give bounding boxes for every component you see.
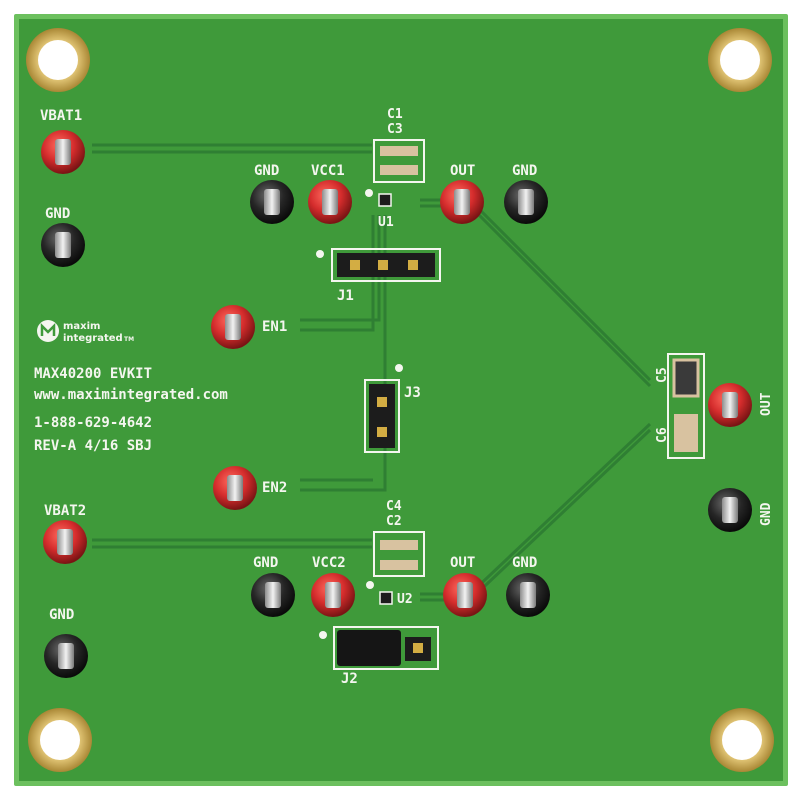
logo-text-integrated: integrated	[63, 333, 123, 344]
label-out-right: OUT	[759, 392, 774, 416]
label-gnd-top-2: GND	[512, 163, 537, 179]
capacitor-c1-c3	[373, 139, 425, 183]
black-test-point-icon	[506, 573, 550, 617]
label-gnd-left-1: GND	[45, 206, 70, 222]
label-j2: J2	[341, 671, 358, 687]
label-gnd-right: GND	[759, 502, 774, 526]
label-out-top: OUT	[450, 163, 475, 179]
black-test-point-icon	[44, 634, 88, 678]
red-test-point-icon	[311, 573, 355, 617]
header-j1	[316, 248, 441, 282]
label-j1: J1	[337, 288, 354, 304]
red-test-point-icon	[213, 466, 257, 510]
mounting-hole-icon	[708, 28, 772, 92]
board-revision: REV-A 4/16 SBJ	[34, 438, 152, 454]
red-test-point-icon	[443, 573, 487, 617]
label-u2: U2	[397, 592, 413, 607]
header-j2	[319, 626, 439, 670]
label-c6: C6	[655, 427, 670, 443]
label-c2: C2	[386, 514, 402, 529]
label-vbat1: VBAT1	[40, 108, 82, 124]
black-test-point-icon	[250, 180, 294, 224]
label-vcc1: VCC1	[311, 163, 345, 179]
label-gnd-top-1: GND	[254, 163, 279, 179]
label-gnd-bottom-2: GND	[512, 555, 537, 571]
label-en1: EN1	[262, 319, 287, 335]
red-test-point-icon	[41, 130, 85, 174]
red-test-point-icon	[708, 383, 752, 427]
chip-u1	[365, 189, 392, 207]
label-en2: EN2	[262, 480, 287, 496]
red-test-point-icon	[308, 180, 352, 224]
label-gnd-left-2: GND	[49, 607, 74, 623]
maxim-logo-icon	[37, 320, 59, 342]
mounting-hole-icon	[26, 28, 90, 92]
board-website: www.maximintegrated.com	[34, 387, 228, 403]
black-test-point-icon	[708, 488, 752, 532]
red-test-point-icon	[211, 305, 255, 349]
label-vcc2: VCC2	[312, 555, 346, 571]
label-c4: C4	[386, 499, 402, 514]
black-test-point-icon	[41, 223, 85, 267]
label-c5: C5	[655, 367, 670, 383]
label-c3: C3	[387, 122, 403, 137]
label-out-bottom: OUT	[450, 555, 475, 571]
mounting-hole-icon	[710, 708, 774, 772]
red-test-point-icon	[43, 520, 87, 564]
board-model: MAX40200 EVKIT	[34, 366, 152, 382]
board-phone: 1-888-629-4642	[34, 415, 152, 431]
logo-tm: TM	[124, 336, 134, 343]
header-j3	[364, 364, 403, 453]
logo-text-maxim: maxim	[63, 321, 100, 332]
black-test-point-icon	[251, 573, 295, 617]
chip-u2	[366, 581, 393, 605]
label-vbat2: VBAT2	[44, 503, 86, 519]
capacitor-c5-c6	[667, 353, 705, 459]
red-test-point-icon	[440, 180, 484, 224]
label-gnd-bottom-1: GND	[253, 555, 278, 571]
capacitor-c4-c2	[373, 531, 425, 577]
black-test-point-icon	[504, 180, 548, 224]
mounting-hole-icon	[28, 708, 92, 772]
label-c1: C1	[387, 107, 403, 122]
label-j3: J3	[404, 385, 421, 401]
label-u1: U1	[378, 215, 394, 230]
